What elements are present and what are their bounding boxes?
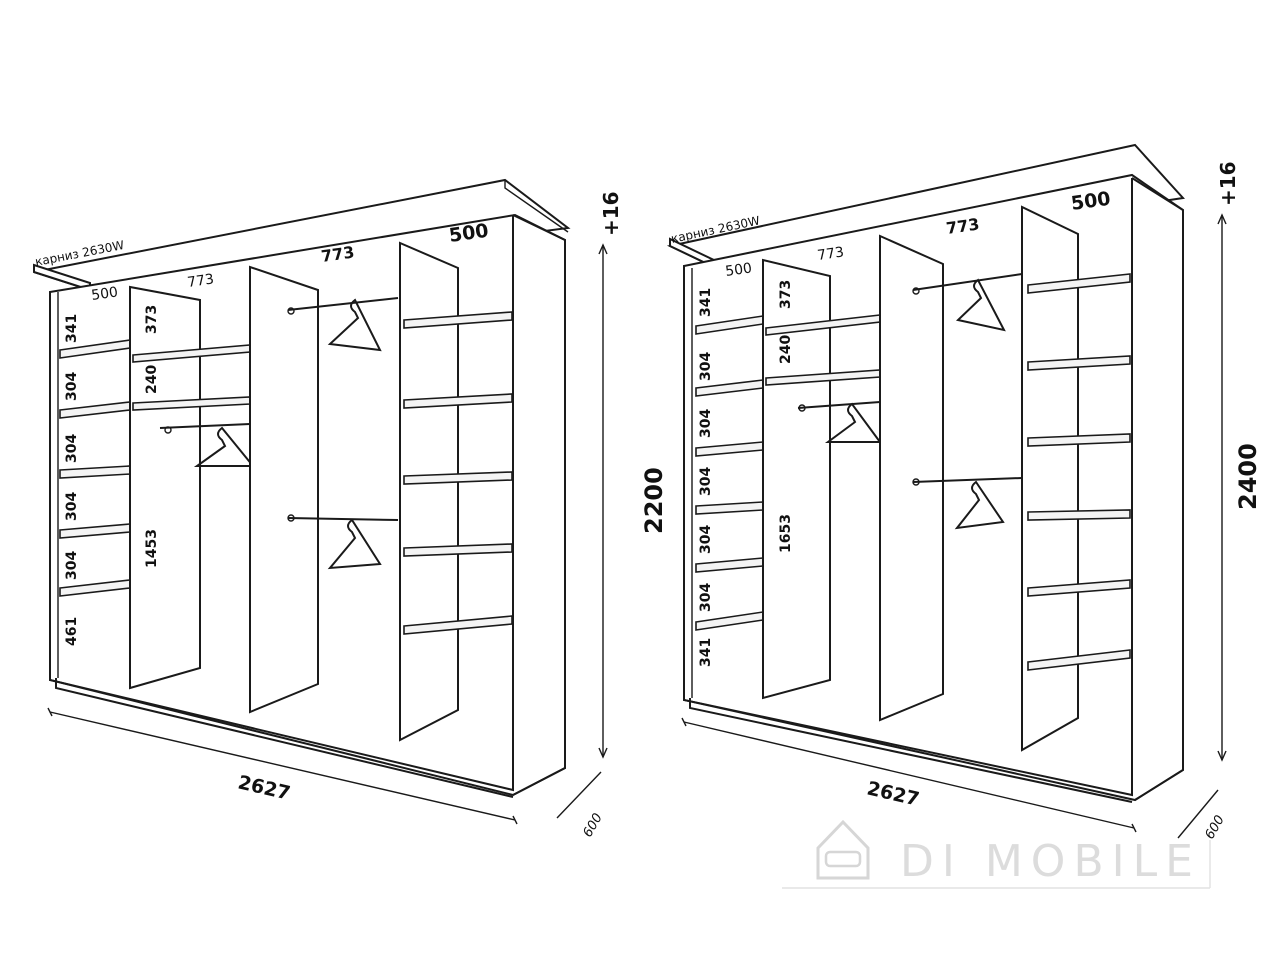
right-height-dimension-line	[1217, 213, 1227, 762]
right-depth-dimension-line	[1177, 789, 1219, 839]
right-upper-dim-1: 373	[778, 280, 794, 309]
right-width-label: 2627	[865, 777, 921, 810]
left-hanger-2-icon	[327, 298, 382, 352]
left-depth-label: 600	[580, 811, 605, 840]
right-height-label: 2400	[1234, 443, 1262, 510]
right-hanger-2-icon	[955, 278, 1006, 332]
right-section4-shelves	[1027, 273, 1131, 671]
right-door-2	[879, 234, 944, 722]
left-shelf-dim-2: 304	[64, 372, 80, 401]
left-section4-shelves	[403, 311, 513, 635]
left-section-2-width: 773	[186, 271, 215, 291]
left-cornice-add-label: +16	[599, 191, 623, 236]
watermark-text: DI MOBILE	[900, 836, 1201, 887]
right-section-4-width: 500	[1070, 188, 1112, 215]
right-section3-rails	[912, 273, 1023, 486]
right-shelf-dim-6: 304	[698, 583, 714, 612]
watermark: DI MOBILE	[782, 819, 1211, 889]
left-height-label: 2200	[640, 467, 668, 534]
right-door-3	[1021, 205, 1079, 752]
right-section-2-width: 773	[816, 244, 845, 264]
right-wardrobe: карниз 2630W	[666, 143, 1262, 842]
right-hanger-1-icon	[824, 402, 882, 443]
left-depth-dimension-line	[556, 771, 602, 819]
left-height-dimension-line	[598, 243, 608, 759]
left-width-label: 2627	[236, 771, 292, 804]
left-door-1	[129, 285, 201, 690]
right-cornice-add-label: +16	[1216, 161, 1240, 206]
left-shelf-dim-4: 304	[64, 492, 80, 521]
left-hanger-1-icon	[193, 426, 256, 467]
right-hanger-3-icon	[954, 480, 1005, 530]
right-shelf-dim-4: 304	[698, 467, 714, 496]
right-section-1-width: 500	[724, 260, 753, 280]
left-shelf-dim-5: 304	[64, 551, 80, 580]
left-section-1-width: 500	[90, 284, 119, 304]
left-wardrobe: карниз 2630W	[33, 178, 668, 840]
left-door-3	[399, 241, 459, 742]
left-hanger-3-icon	[327, 518, 382, 570]
left-section-4-width: 500	[448, 220, 490, 247]
right-upper-dim-2: 240	[778, 335, 794, 364]
right-door-1	[762, 258, 831, 700]
left-door-2	[249, 265, 319, 714]
right-shelf-dim-7: 341	[698, 638, 714, 667]
right-width-dimension-line	[681, 717, 1137, 833]
left-section-3-width: 773	[320, 242, 356, 265]
left-shelf-dim-6: 461	[64, 617, 80, 646]
right-depth-label: 600	[1202, 813, 1227, 842]
left-cornice	[33, 178, 571, 292]
right-section-3-width: 773	[945, 214, 981, 237]
right-shelf-dim-2: 304	[698, 352, 714, 381]
right-shelf-dim-1: 341	[698, 288, 714, 317]
left-upper-dim-1: 373	[144, 305, 160, 334]
left-width-dimension-line	[47, 707, 518, 825]
left-shelf-dim-3: 304	[64, 434, 80, 463]
left-upper-dim-2: 240	[144, 365, 160, 394]
right-hanging-dim: 1653	[778, 514, 794, 553]
right-shelf-dim-5: 304	[698, 525, 714, 554]
left-hanging-dim: 1453	[144, 529, 160, 568]
sofa-house-icon	[816, 819, 870, 880]
right-shelf-dim-3: 304	[698, 409, 714, 438]
right-section1-shelves	[695, 315, 764, 631]
left-section3-rails	[287, 297, 399, 522]
left-shelf-dim-1: 341	[64, 314, 80, 343]
